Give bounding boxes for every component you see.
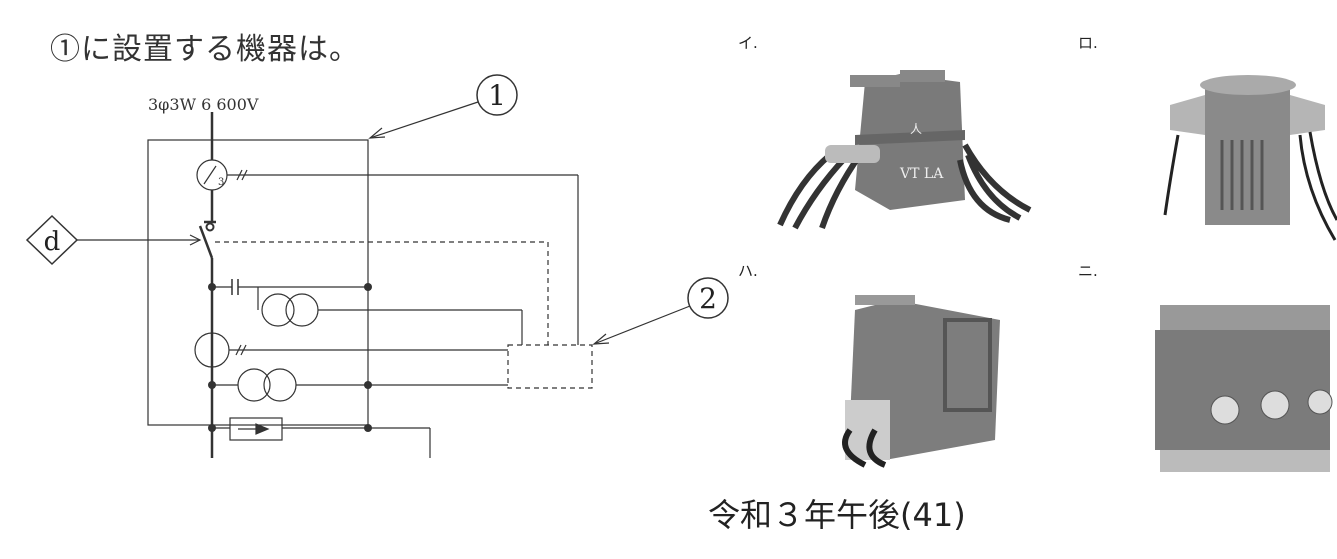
option-ni-photo[interactable] [1150, 290, 1337, 480]
marker-2: 2 [592, 277, 729, 345]
svg-text:d: d [44, 227, 61, 257]
option-ha-photo[interactable] [825, 290, 1010, 480]
relay-box [507, 344, 593, 389]
disconnect-switch [198, 220, 216, 458]
transformer-symbol [212, 368, 508, 402]
equipment-boundary [147, 139, 369, 426]
svg-text:人: 人 [910, 122, 922, 136]
supply-label: 3φ3W 6 600V [148, 95, 259, 114]
option-i-photo[interactable]: 人 VT LA [760, 60, 1060, 235]
option-ro-photo[interactable] [1160, 60, 1337, 245]
svg-text:3: 3 [218, 177, 224, 188]
svg-text:VT LA: VT LA [899, 166, 944, 182]
option-i-label[interactable]: イ. [738, 34, 758, 52]
option-ha-label[interactable]: ハ. [738, 262, 758, 280]
question-text: ①に設置する機器は。 [50, 32, 360, 67]
svg-text:2: 2 [699, 282, 717, 315]
marker-1: 1 [368, 74, 518, 139]
arrester-symbol [212, 417, 431, 458]
option-ni-label[interactable]: ニ. [1078, 262, 1098, 280]
zct-symbol [194, 332, 508, 368]
option-ro-label[interactable]: ロ. [1078, 34, 1098, 52]
marker-d: d [25, 214, 202, 266]
junction-dots [208, 283, 372, 432]
single-line-diagram: 3φ3W 6 600V 1 3 d [25, 74, 729, 458]
page-footer: 令和３年午後(41) [708, 496, 966, 534]
svg-text:1: 1 [488, 79, 506, 112]
ct-symbol: 3 [196, 159, 579, 345]
capacitor [212, 279, 368, 295]
vt-symbol [257, 287, 523, 345]
